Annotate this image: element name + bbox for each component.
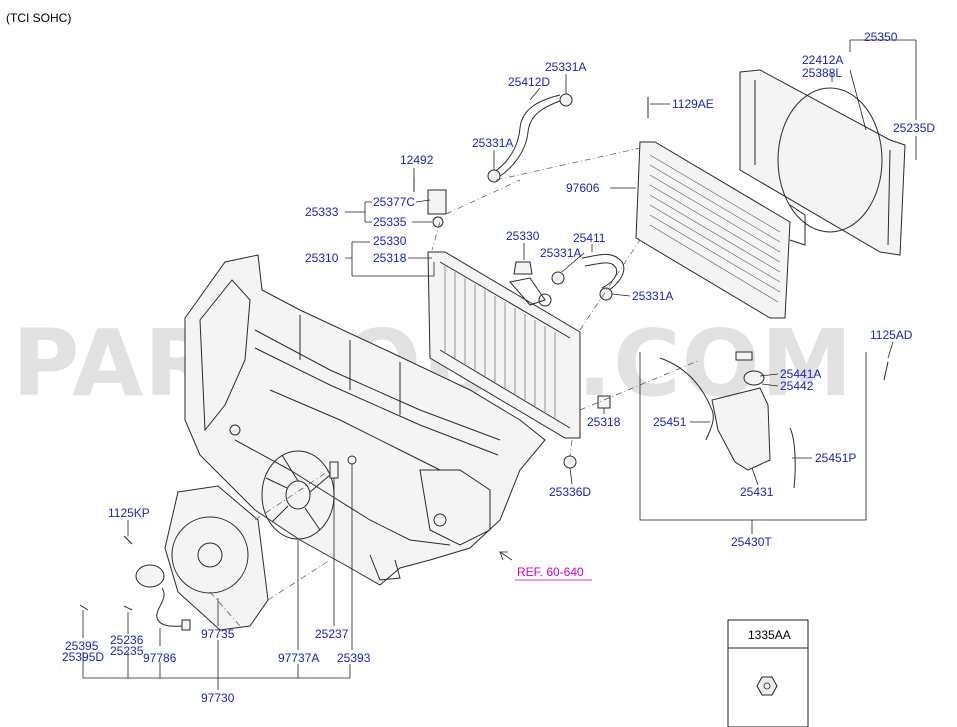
hose-clamp: [551, 271, 565, 285]
part-label-25350[interactable]: 25350: [864, 30, 898, 44]
part-label-97606[interactable]: 97606: [566, 181, 600, 195]
fan-clip: [329, 461, 339, 479]
hose-upper: [493, 94, 561, 173]
part-label-25237[interactable]: 25237: [315, 627, 349, 641]
front-carrier-panel: [184, 254, 546, 586]
part-label-25318[interactable]: 25318: [373, 251, 407, 265]
part-label-1125AD[interactable]: 1125AD: [870, 328, 913, 342]
part-label-25336D[interactable]: 25336D: [549, 485, 591, 499]
diagram-caption: (TCI SOHC): [6, 11, 71, 25]
part-label-25330[interactable]: 25330: [373, 234, 407, 248]
hose-upper-outline: [499, 97, 569, 177]
part-label-12492[interactable]: 12492: [400, 153, 434, 167]
part-label-97735[interactable]: 97735: [201, 627, 235, 641]
part-label-25441A[interactable]: 25441A: [780, 367, 821, 381]
radiator: [427, 251, 581, 439]
part-label-97737A[interactable]: 97737A: [278, 651, 319, 665]
part-label-25451[interactable]: 25451: [653, 415, 687, 429]
part-label-97786[interactable]: 97786: [143, 651, 177, 665]
fan-motor: [135, 564, 191, 631]
part-label-22412A[interactable]: 22412A: [802, 53, 843, 67]
hose-clamp: [559, 93, 573, 107]
part-label-97730[interactable]: 97730: [201, 691, 235, 705]
part-label-1125KP[interactable]: 1125KP: [108, 506, 150, 520]
fan-shroud-upper: [739, 69, 906, 256]
part-label-25310[interactable]: 25310: [305, 251, 339, 265]
bushing: [432, 216, 444, 228]
legend-part-number: 1335AA: [748, 628, 791, 642]
bracket-small: [597, 395, 611, 409]
hose-lower-outline: [584, 262, 618, 289]
part-label-25395D[interactable]: 25395D: [62, 650, 104, 664]
radiator-cap: [513, 261, 533, 275]
nut-icon: [756, 676, 778, 696]
part-label-25430T[interactable]: 25430T: [731, 535, 772, 549]
part-label-25235[interactable]: 25235: [110, 644, 144, 658]
part-label-25331A[interactable]: 25331A: [545, 60, 586, 74]
bolt: [123, 535, 133, 545]
part-label-25333[interactable]: 25333: [305, 205, 339, 219]
part-label-25331A[interactable]: 25331A: [632, 289, 673, 303]
part-label-25331A[interactable]: 25331A: [472, 136, 513, 150]
part-label-25431[interactable]: 25431: [740, 485, 774, 499]
part-label-25331A[interactable]: 25331A: [540, 246, 581, 260]
condenser: [635, 141, 806, 319]
part-label-25412D[interactable]: 25412D: [508, 75, 550, 89]
part-label-25330[interactable]: 25330: [506, 229, 540, 243]
hose-clamp: [599, 287, 613, 301]
part-label-25236[interactable]: 25236: [110, 633, 144, 647]
mount-bushing: [563, 455, 577, 469]
leader-lines: [82, 39, 917, 690]
part-label-25442[interactable]: 25442: [780, 379, 814, 393]
reference-link[interactable]: REF. 60-640: [517, 565, 584, 579]
part-label-25388L[interactable]: 25388L: [802, 66, 842, 80]
assembly-guide-lines-lower: [209, 469, 331, 627]
bolt: [79, 604, 89, 611]
reservoir-tank: [659, 351, 889, 489]
part-label-25395[interactable]: 25395: [65, 639, 99, 653]
hose-lower: [581, 253, 625, 293]
fan-nut: [347, 455, 357, 465]
part-label-25393[interactable]: 25393: [337, 651, 371, 665]
bolt: [123, 605, 133, 611]
part-label-25235D[interactable]: 25235D: [893, 121, 935, 135]
part-label-1129AE[interactable]: 1129AE: [672, 97, 714, 111]
part-label-25318[interactable]: 25318: [587, 415, 621, 429]
part-label-25451P[interactable]: 25451P: [815, 451, 856, 465]
bracket: [427, 189, 447, 215]
part-label-25335[interactable]: 25335: [373, 215, 407, 229]
part-label-25377C[interactable]: 25377C: [373, 195, 415, 209]
fan-shroud-lower: [164, 485, 269, 631]
part-label-25411[interactable]: 25411: [573, 231, 606, 245]
hose-clamp: [487, 169, 501, 183]
legend-box: [727, 619, 809, 727]
